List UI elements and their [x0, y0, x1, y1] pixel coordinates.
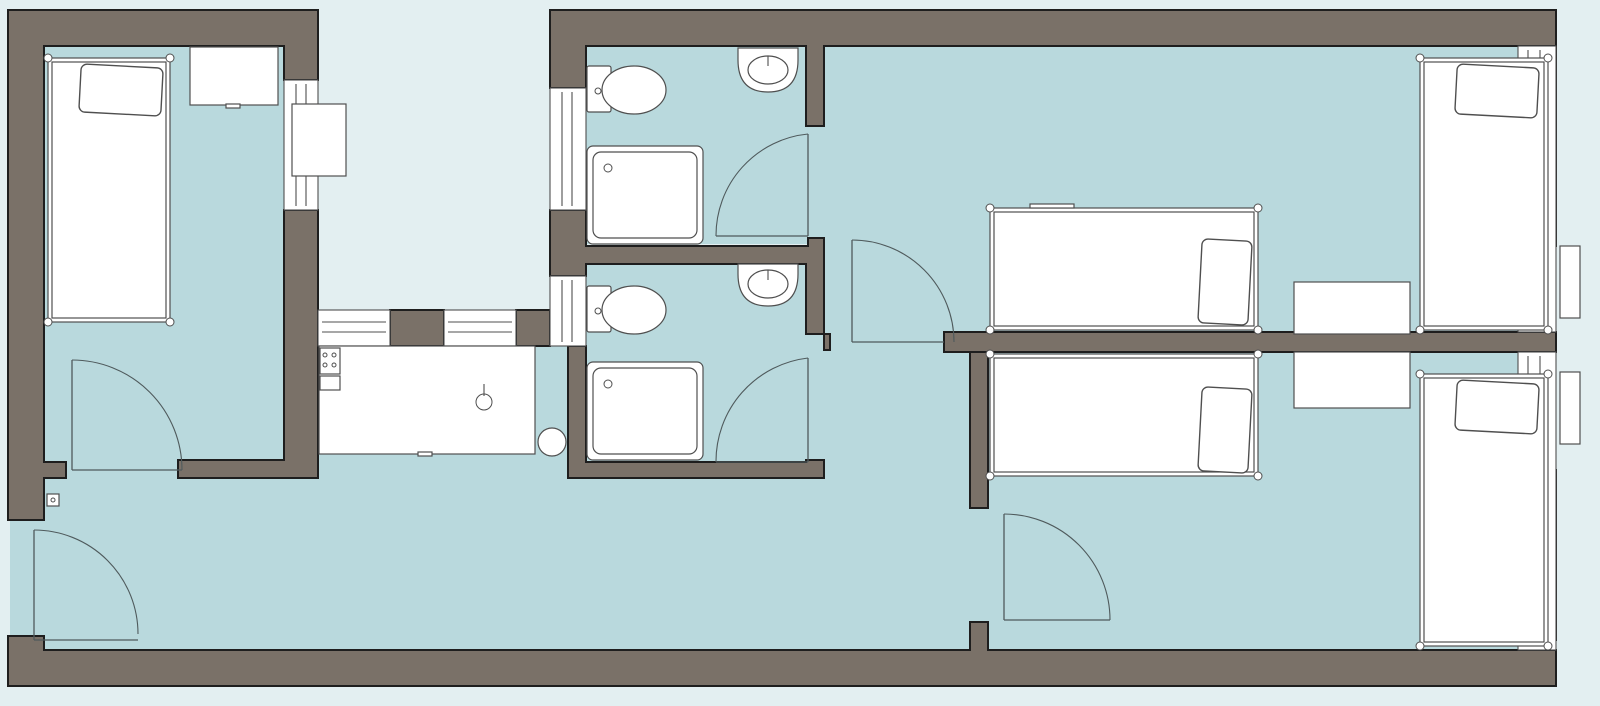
bed-twin-upper-left [985, 203, 1263, 335]
window-bathroom-lower [549, 275, 587, 347]
tap-icon [475, 393, 493, 411]
pillow-twin-lower-right [1454, 379, 1540, 435]
bin-icon [537, 427, 567, 457]
desk-bedroom [189, 46, 279, 109]
door-bathroom-lower [715, 357, 809, 463]
doors [33, 133, 1111, 641]
hob-icon [319, 347, 341, 375]
bed-twin-upper-right [1415, 53, 1553, 335]
window-corridor-1 [317, 309, 391, 347]
wall-twin-divider [943, 331, 1557, 353]
toilet-upper [586, 65, 667, 115]
sink-upper [737, 47, 799, 93]
bed-twin-lower-right [1415, 369, 1553, 651]
shower-lower [586, 361, 704, 461]
nightstand-upper [1293, 281, 1411, 335]
main-hall-floor [44, 462, 1556, 650]
bed-twin-lower-left [985, 349, 1263, 481]
wall-corridor-pier-2 [515, 309, 551, 347]
nightstand-lower [1293, 351, 1411, 409]
shower-upper [586, 145, 704, 245]
kitchenette-counter [318, 345, 536, 457]
sink-lower [737, 263, 799, 307]
pillow-twin-upper-left [1197, 238, 1253, 326]
window-corridor-2 [443, 309, 517, 347]
wall-bathroom-lower [567, 345, 825, 479]
walls [7, 9, 1557, 687]
door-twin-lower [1003, 513, 1111, 621]
door-entrance [33, 529, 139, 641]
radiator-upper [1559, 245, 1581, 319]
chair-bedroom [291, 103, 347, 177]
wall-corridor-pier-1 [389, 309, 445, 347]
pillow-single [78, 63, 164, 117]
toilet-lower [586, 285, 667, 335]
door-single-bedroom [71, 359, 183, 471]
wall-twin-stub [969, 351, 989, 509]
radiator-lower [1559, 371, 1581, 445]
door-twin-upper [851, 239, 955, 343]
wall-bathroom-left-mid [549, 209, 831, 351]
bed-single [43, 53, 175, 327]
door-bathroom-upper [715, 133, 809, 237]
wall-bottom [7, 621, 1557, 687]
pillow-twin-lower-left [1197, 386, 1253, 474]
pillow-twin-upper-right [1454, 63, 1540, 119]
window-bathroom-upper [549, 87, 587, 211]
